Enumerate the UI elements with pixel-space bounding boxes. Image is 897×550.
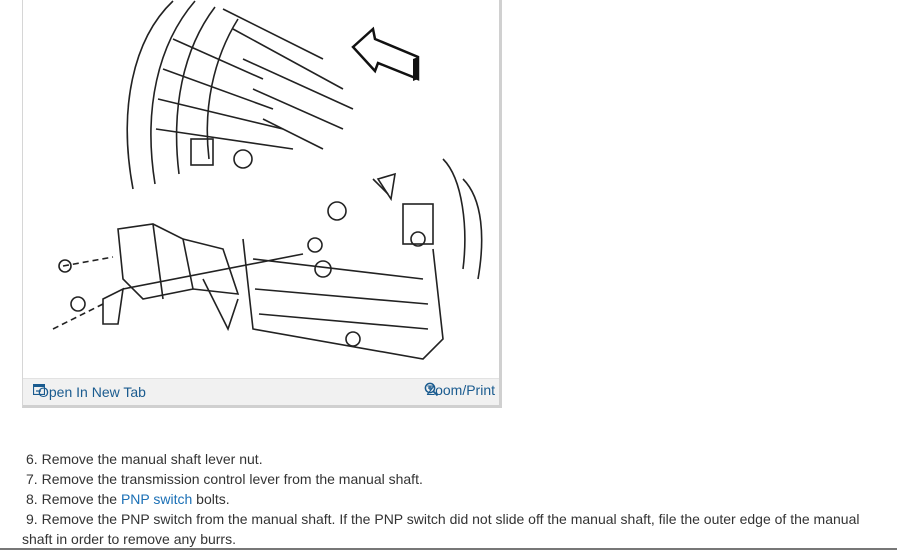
open-in-new-tab-link[interactable]: Open In New Tab xyxy=(33,384,146,400)
transmission-diagram xyxy=(52,0,483,360)
step-item: 8. Remove the PNP switch bolts. xyxy=(22,489,872,509)
step-number: 9. xyxy=(26,511,38,527)
zoom-print-label: Zoom/Print xyxy=(426,382,495,398)
step-item: 9. Remove the PNP switch from the manual… xyxy=(22,509,872,549)
figure-toolbar: Open In New Tab Zoom/Print xyxy=(23,378,499,405)
step-item: 6. Remove the manual shaft lever nut. xyxy=(22,449,872,469)
figure-container: Open In New Tab Zoom/Print xyxy=(22,0,502,408)
step-text: Remove the PNP switch from the manual sh… xyxy=(22,511,860,547)
step-number: 8. xyxy=(26,491,38,507)
step-item: 7. Remove the transmission control lever… xyxy=(22,469,872,489)
pnp-switch-link[interactable]: PNP switch xyxy=(120,491,193,507)
step-number: 7. xyxy=(26,471,38,487)
step-text-after: bolts. xyxy=(192,491,230,507)
step-number: 6. xyxy=(26,451,38,467)
procedure-steps: 6. Remove the manual shaft lever nut. 7.… xyxy=(22,449,872,549)
step-text: Remove the manual shaft lever nut. xyxy=(41,451,263,467)
page-bottom-border xyxy=(0,548,897,550)
zoom-print-link[interactable]: Zoom/Print xyxy=(424,382,495,398)
step-text: Remove the transmission control lever fr… xyxy=(41,471,423,487)
step-text-before: Remove the xyxy=(41,491,121,507)
open-tab-label: Open In New Tab xyxy=(38,384,146,400)
